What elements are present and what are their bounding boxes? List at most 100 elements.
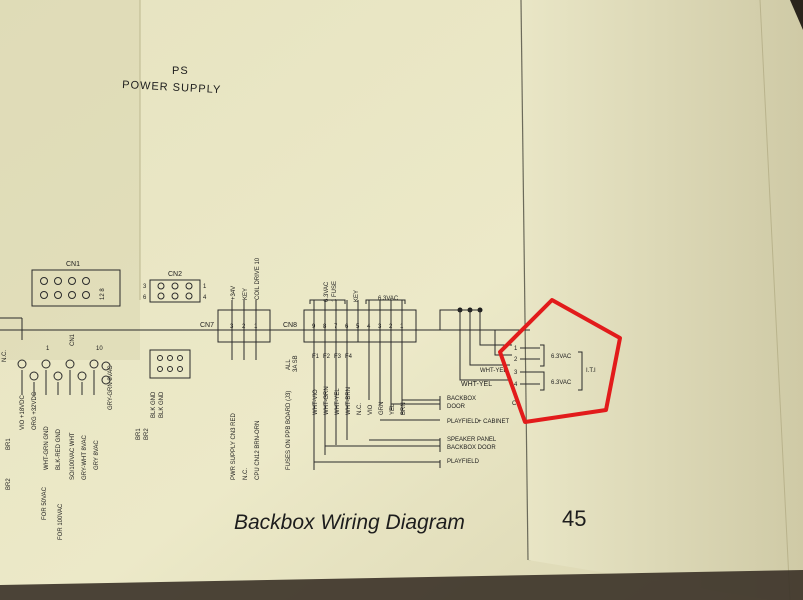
- destination-label: DOOR: [447, 404, 466, 410]
- gnd-connector: [149, 349, 191, 379]
- cn8-connector: CN8 9WHT-VIO8WHT-GRN7WHT-YEL6WHT-BRN5N.C…: [283, 281, 417, 470]
- destination-label: SPEAKER PANEL: [447, 437, 497, 443]
- cn8-top-label: 1 FUSE: [332, 281, 338, 302]
- cn7-wire-label: COIL DRIVE 10: [255, 257, 261, 300]
- harness-wire-label: GRY-GRN 8VAC: [108, 365, 114, 410]
- terminal-circle: [101, 361, 111, 371]
- cn8-top-label: 6.3VAC: [324, 281, 330, 302]
- cn8-top-label: 6.3VAC: [378, 296, 399, 302]
- transformer-core-label: C: [512, 401, 517, 407]
- cn7-wire-label: KEY: [243, 288, 249, 300]
- harness-wire-label: SO/100VAC WHT: [70, 432, 76, 480]
- cn7-pin-number: 2: [242, 324, 246, 330]
- cn8-pin-number: 7: [334, 324, 338, 330]
- pin-dot: [54, 277, 62, 285]
- pin-dot: [82, 291, 90, 299]
- fuse-label: F2: [323, 354, 331, 360]
- harness-wire-label: WHT-GRN GND: [44, 426, 50, 470]
- gnd-label: BLK GND: [159, 391, 165, 418]
- terminal-circle: [89, 359, 99, 369]
- terminal-circle: [17, 359, 27, 369]
- bracket: [578, 351, 583, 391]
- cn7-destination-label: CPU CN12 BRN-ORN: [255, 421, 261, 480]
- harness-wire-label: VIO +18VDC: [20, 394, 26, 430]
- cn8-wire-label: GRN: [379, 402, 385, 415]
- cn1-pin-numbers: 12 8: [100, 288, 106, 300]
- terminal-circle: [29, 371, 39, 381]
- pin-dot: [157, 366, 163, 372]
- cn1-lower-label: CN1: [70, 333, 76, 346]
- cn8-top-label: KEY: [354, 290, 360, 302]
- terminal-circle: [77, 371, 87, 381]
- cn7-pin-number: 1: [254, 324, 258, 330]
- terminal-circle: [53, 371, 63, 381]
- destination-label: PLAYFIELD: [447, 459, 480, 465]
- diagram-caption: Backbox Wiring Diagram: [234, 511, 465, 534]
- cn2-label: CN2: [168, 271, 182, 278]
- terminal-circle: [41, 359, 51, 369]
- pin-dot: [177, 355, 183, 361]
- ps-label: PS: [172, 65, 189, 77]
- cn8-pin-number: 3: [378, 324, 382, 330]
- cn8-label: CN8: [283, 322, 297, 329]
- wire: [416, 329, 512, 356]
- pin-dot: [68, 291, 76, 299]
- cn7-label: CN7: [200, 322, 214, 329]
- cn8-pin-number: 8: [323, 324, 327, 330]
- cn8-wire-label: WHT-VIO: [313, 389, 319, 415]
- destination-label: + CABINET: [478, 419, 510, 425]
- terminal-circle: [101, 375, 111, 385]
- pin-dot: [185, 282, 193, 290]
- transformer-pin: 1: [514, 346, 518, 352]
- pin-dot: [40, 291, 48, 299]
- bracket: [309, 299, 346, 304]
- cn8-wire-label: VIO: [368, 404, 374, 415]
- bridge-label: BR1: [136, 428, 142, 440]
- transformer-wire-label: WHT-YEL: [461, 381, 492, 388]
- cn2-connector: CN2 3 6 1 4: [143, 271, 207, 303]
- bracket: [540, 344, 545, 367]
- harness-wire-label: GRY 8VAC: [94, 440, 100, 470]
- pin-dot: [167, 366, 173, 372]
- harness-wire-label: BR2: [6, 478, 12, 490]
- cn8-fuse-label: ALL: [286, 359, 292, 370]
- cn8-pin-number: 9: [312, 324, 316, 330]
- pin-dot: [68, 277, 76, 285]
- cn8-pin-number: 6: [345, 324, 349, 330]
- cn8-wire-label: WHT-GRN: [324, 386, 330, 415]
- cn7-wire-label: +34V: [231, 286, 237, 300]
- harness-wire-label: GRY-WHT 8VAC: [82, 435, 88, 480]
- pin-dot: [185, 292, 193, 300]
- cn8-wire-label: WHT-YEL: [335, 388, 341, 415]
- harness-wire-label: FOR 100VAC: [58, 503, 64, 540]
- cn8-wire-label: BRN: [401, 402, 407, 415]
- cn8-wire-label: YEL: [390, 403, 396, 415]
- fold-line: [520, 0, 529, 561]
- bridge-label: BR2: [144, 428, 150, 440]
- fuse-label: F3: [334, 354, 342, 360]
- destination-label: BACKBOX DOOR: [447, 445, 496, 451]
- transformer-wire-label: WHT-YEL: [480, 368, 507, 374]
- bracket: [540, 371, 545, 391]
- harness-wire-label: BLK-RED GND: [56, 428, 62, 470]
- nc-label: N.C.: [2, 350, 8, 362]
- pin-dot: [171, 292, 179, 300]
- cn7-destination-label: PWR SUPPLY CN3 RED: [231, 413, 237, 480]
- wire: [469, 310, 510, 366]
- harness-wire-label: FOR 50VAC: [42, 486, 48, 520]
- cn1-pin-number: 10: [96, 346, 103, 352]
- destination-label: PLAYFIELD: [447, 419, 480, 425]
- svg-text:6: 6: [143, 295, 147, 301]
- cn1-label: CN1: [66, 261, 80, 268]
- pin-dot: [40, 277, 48, 285]
- transformer-pin: 3: [514, 370, 518, 376]
- gnd-label: BLK GND: [151, 391, 157, 418]
- pin-dot: [157, 355, 163, 361]
- terminal-circle: [65, 359, 75, 369]
- transformer-pin: 2: [514, 357, 518, 363]
- harness-wire-label: ORG +32VDC: [32, 391, 38, 430]
- cn1-connector: CN1 12 8: [31, 261, 121, 307]
